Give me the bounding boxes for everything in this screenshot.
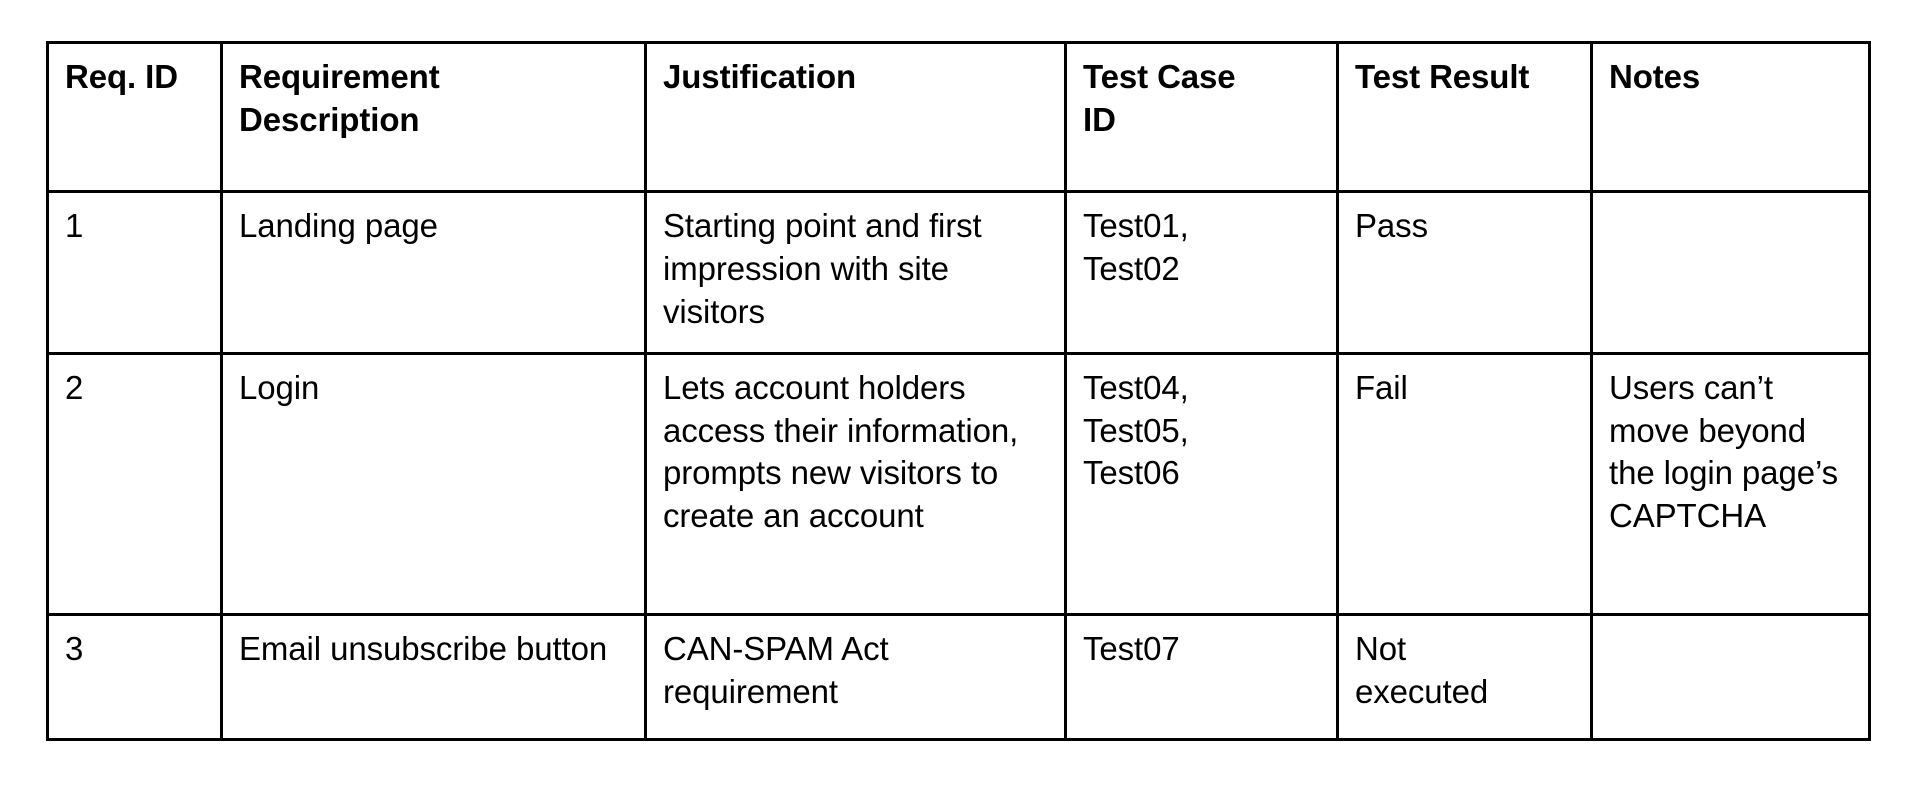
cell-test-result: Pass bbox=[1336, 190, 1593, 355]
column-header-notes: Notes bbox=[1590, 41, 1871, 193]
table-row: 2 Login Lets account holders access thei… bbox=[46, 351, 1871, 616]
cell-test-case-id-value: Test01, Test02 bbox=[1083, 207, 1189, 287]
table-header-row: Req. ID Requirement Description Justific… bbox=[46, 41, 1871, 193]
cell-req-id-value: 2 bbox=[65, 368, 84, 406]
cell-requirement-description: Landing page bbox=[220, 190, 647, 355]
cell-requirement-description-value: Landing page bbox=[239, 207, 438, 244]
column-header-test-case-id-label: Test Case ID bbox=[1083, 58, 1236, 138]
cell-test-case-id: Test04, Test05, Test06 bbox=[1064, 351, 1339, 616]
cell-test-result-value: Not executed bbox=[1355, 629, 1489, 710]
requirements-table-container: Req. ID Requirement Description Justific… bbox=[46, 41, 1871, 741]
column-header-req-id: Req. ID bbox=[46, 41, 223, 193]
cell-test-result-value: Fail bbox=[1355, 368, 1408, 406]
table-row: 1 Landing page Starting point and first … bbox=[46, 190, 1871, 355]
cell-test-result: Fail bbox=[1336, 351, 1593, 616]
cell-justification: Starting point and first impression with… bbox=[644, 190, 1067, 355]
column-header-justification: Justification bbox=[644, 41, 1067, 193]
cell-notes-value: Users can’t move beyond the login page’s… bbox=[1609, 368, 1838, 535]
cell-justification-value: CAN-SPAM Act requirement bbox=[663, 629, 889, 710]
cell-req-id-value: 3 bbox=[65, 629, 84, 667]
cell-justification: Lets account holders access their inform… bbox=[644, 351, 1067, 616]
cell-notes: Users can’t move beyond the login page’s… bbox=[1590, 351, 1871, 616]
cell-notes bbox=[1590, 190, 1871, 355]
cell-requirement-description-value: Login bbox=[239, 368, 320, 406]
cell-requirement-description: Email unsubscribe button bbox=[220, 612, 647, 741]
cell-notes-value bbox=[1609, 628, 1852, 629]
cell-test-result: Not executed bbox=[1336, 612, 1593, 741]
cell-test-case-id-value: Test07 bbox=[1083, 629, 1180, 667]
cell-notes bbox=[1590, 612, 1871, 741]
cell-req-id-value: 1 bbox=[65, 207, 84, 244]
cell-req-id: 1 bbox=[46, 190, 223, 355]
column-header-test-result-label: Test Result bbox=[1355, 58, 1530, 95]
column-header-requirement-description-label: Requirement Description bbox=[239, 58, 440, 138]
cell-req-id: 3 bbox=[46, 612, 223, 741]
column-header-req-id-label: Req. ID bbox=[65, 58, 178, 95]
cell-justification-value: Starting point and first impression with… bbox=[663, 207, 982, 330]
column-header-requirement-description: Requirement Description bbox=[220, 41, 647, 193]
column-header-test-case-id: Test Case ID bbox=[1064, 41, 1339, 193]
cell-justification-value: Lets account holders access their inform… bbox=[663, 368, 1019, 535]
cell-justification: CAN-SPAM Act requirement bbox=[644, 612, 1067, 741]
requirements-traceability-table: Req. ID Requirement Description Justific… bbox=[46, 41, 1871, 741]
cell-test-case-id: Test07 bbox=[1064, 612, 1339, 741]
table-row: 3 Email unsubscribe button CAN-SPAM Act … bbox=[46, 612, 1871, 741]
cell-test-case-id: Test01, Test02 bbox=[1064, 190, 1339, 355]
column-header-justification-label: Justification bbox=[663, 58, 857, 95]
cell-test-result-value: Pass bbox=[1355, 207, 1428, 244]
cell-test-case-id-value: Test04, Test05, Test06 bbox=[1083, 368, 1189, 492]
cell-requirement-description: Login bbox=[220, 351, 647, 616]
cell-requirement-description-value: Email unsubscribe button bbox=[239, 629, 608, 667]
cell-req-id: 2 bbox=[46, 351, 223, 616]
column-header-notes-label: Notes bbox=[1609, 58, 1701, 95]
cell-notes-value bbox=[1609, 205, 1852, 206]
column-header-test-result: Test Result bbox=[1336, 41, 1593, 193]
